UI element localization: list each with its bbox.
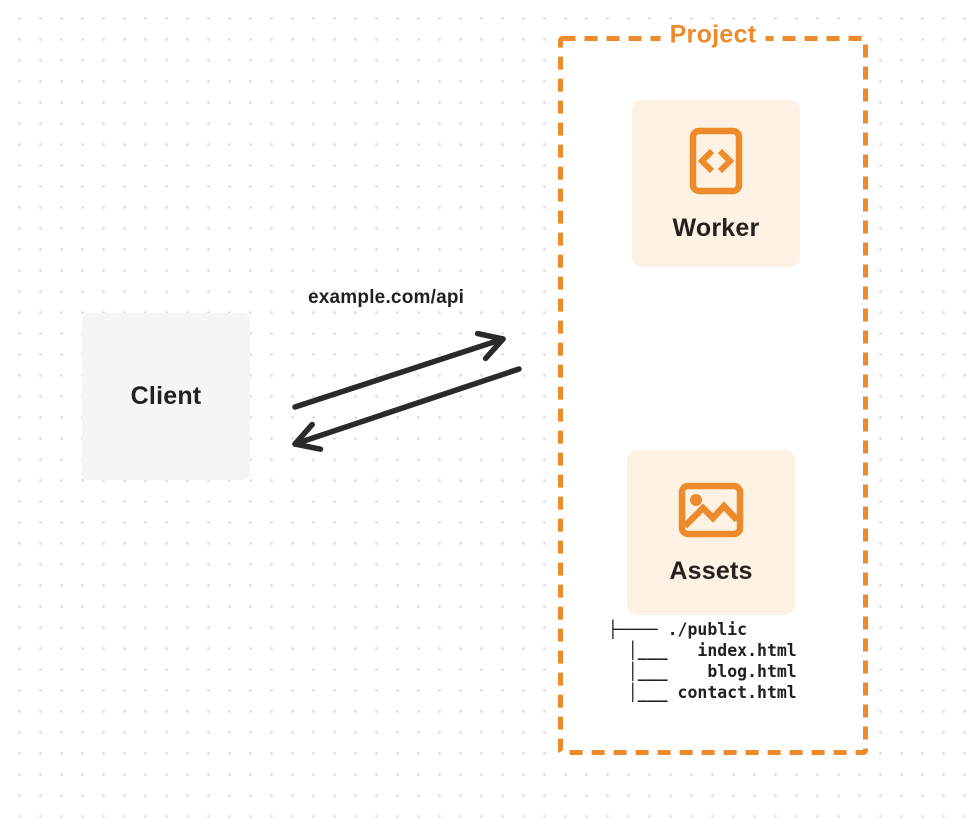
worker-label: Worker [672, 214, 760, 242]
worker-node: Worker [632, 100, 800, 267]
client-label: Client [130, 382, 202, 410]
tree-line-contact: │___ contact.html [608, 683, 797, 702]
request-url-label: example.com/api [308, 287, 465, 308]
response-arrow [292, 366, 522, 447]
image-icon [678, 482, 744, 538]
response-arrowhead [292, 421, 324, 452]
client-node: Client [82, 313, 250, 480]
assets-label: Assets [669, 557, 753, 585]
project-container: Project Worker Assets [558, 20, 868, 755]
project-title: Project [660, 20, 766, 50]
assets-node: Assets [627, 450, 795, 615]
request-arrow [292, 336, 506, 410]
request-arrowhead [474, 330, 506, 362]
code-document-icon [689, 127, 743, 195]
tree-line-index: │___ index.html [608, 641, 797, 660]
assets-file-tree: ├──── ./public │___ index.html │___ blog… [608, 619, 797, 703]
tree-line-public: ├──── ./public [608, 620, 748, 639]
tree-line-blog: │___ blog.html [608, 662, 797, 681]
project-dashed-border [558, 36, 868, 755]
